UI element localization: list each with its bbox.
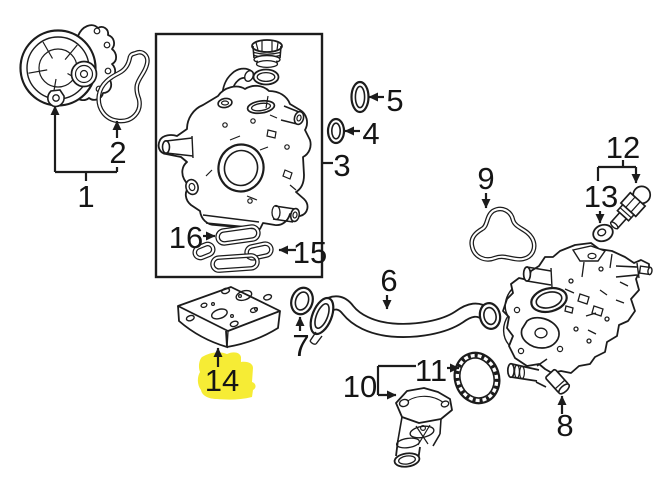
- thermostat-group: 10 11: [343, 351, 501, 468]
- part-4-label: 4: [362, 116, 379, 151]
- hose-illustration: 6: [309, 263, 502, 345]
- part-6-label: 6: [380, 263, 397, 298]
- callout-1-2: 2 1: [50, 105, 127, 214]
- part-8-label: 8: [556, 408, 573, 443]
- seal-ring-illustration: [453, 351, 501, 405]
- water-passage-illustration: [157, 67, 312, 230]
- bracket-line-1-2: [55, 167, 119, 181]
- part-3-label: 3: [333, 148, 350, 183]
- callout-3: 3: [322, 148, 351, 183]
- part-2-label: 2: [109, 135, 126, 170]
- water-pump-illustration: [19, 24, 118, 108]
- part-1-label: 1: [77, 179, 94, 214]
- oring-4-illustration: 4: [326, 116, 380, 151]
- gasket-9-illustration: 9: [469, 161, 537, 262]
- inbox-gaskets-illustration: 16 15: [169, 220, 327, 273]
- sensor-callout-12-13: 12 13: [584, 130, 652, 243]
- oring-7-illustration: 7: [290, 286, 314, 363]
- part-13-label: 13: [584, 179, 618, 214]
- highlight-marker: [197, 352, 256, 400]
- part-16-label: 16: [169, 220, 203, 255]
- part-11-label: 11: [415, 353, 447, 388]
- filler-cap-illustration: [251, 39, 283, 69]
- part-5-label: 5: [386, 83, 403, 118]
- part-15-label: 15: [293, 235, 327, 270]
- thermostat-housing-illustration: 8: [502, 242, 653, 443]
- bracket-line-10: [376, 364, 416, 395]
- cover-plate-illustration: [177, 286, 281, 349]
- sensor-washer-illustration: [592, 223, 614, 243]
- part-7-label: 7: [292, 328, 309, 363]
- part-9-label: 9: [477, 161, 494, 196]
- cover-plate-group: 14: [177, 286, 281, 400]
- part-12-label: 12: [606, 130, 640, 165]
- cap-oring-illustration: [252, 68, 280, 86]
- oring-5-illustration: 5: [350, 80, 404, 118]
- part-14-label: 14: [205, 363, 239, 398]
- thermostat-illustration: [393, 387, 453, 468]
- sensor-illustration: [609, 185, 652, 230]
- bracket-line-12: [596, 160, 636, 181]
- part-10-label: 10: [343, 369, 377, 404]
